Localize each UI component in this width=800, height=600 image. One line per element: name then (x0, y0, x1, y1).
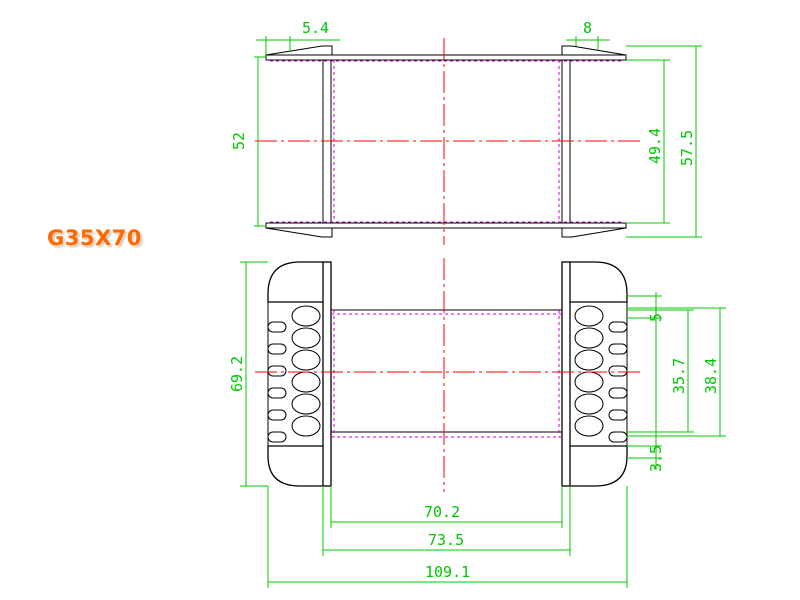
right-center-wall (561, 261, 571, 487)
comb-tooth (267, 343, 287, 355)
dim-core-width: 73.5 (428, 531, 464, 549)
bottom-flange-plate (265, 222, 627, 229)
pin-slot (291, 371, 321, 393)
part-number-title: G35X70 (47, 226, 142, 250)
top-view: 5.4 8 52 49.4 57.5 (230, 19, 702, 245)
pin-slot (291, 393, 321, 415)
dim-flange-height: 52 (230, 132, 248, 150)
pin-slot (291, 327, 321, 349)
right-flange-bottom (570, 445, 628, 487)
dim-inner-height: 49.4 (646, 128, 664, 164)
bottom-right-tab (561, 227, 627, 238)
comb-tooth (608, 409, 628, 421)
pin-slot (291, 305, 321, 327)
comb-tooth (267, 431, 287, 443)
pin-slot (574, 393, 604, 415)
top-left-tab (265, 45, 333, 56)
pin-slot (574, 415, 604, 437)
dim-core-window-width: 70.2 (424, 503, 460, 521)
top-right-tab (561, 45, 627, 56)
pin-slot (291, 415, 321, 437)
comb-tooth (608, 431, 628, 443)
pin-slot (291, 349, 321, 371)
dim-pin-outer-span: 38.4 (702, 358, 720, 394)
dim-flange-tab-right: 8 (583, 19, 592, 37)
dim-flange-tab-width: 5.4 (302, 19, 329, 37)
front-view: 69.2 5 35.7 38.4 3.5 70.2 73.5 109.1 (228, 258, 726, 588)
left-center-wall (322, 261, 332, 487)
right-pin-comb (574, 302, 628, 446)
dim-overall-height: 69.2 (228, 356, 246, 392)
left-flange-bottom (267, 445, 323, 487)
dim-pin-offset: 3.5 (647, 445, 665, 472)
top-flange-plate (265, 54, 627, 61)
dim-slot-pitch: 5 (647, 313, 665, 322)
comb-tooth (267, 409, 287, 421)
dim-outer-height: 57.5 (678, 130, 696, 166)
dim-pin-span: 35.7 (670, 358, 688, 394)
comb-tooth (608, 343, 628, 355)
left-pin-comb (267, 302, 321, 446)
pin-slot (574, 327, 604, 349)
left-flange-top (267, 261, 323, 303)
comb-tooth (267, 387, 287, 399)
comb-tooth (267, 365, 287, 377)
bottom-left-tab (265, 227, 333, 238)
dim-overall-width: 109.1 (425, 563, 470, 581)
right-flange-top (570, 261, 628, 303)
pin-slot (574, 305, 604, 327)
comb-tooth (608, 321, 628, 333)
comb-tooth (267, 321, 287, 333)
comb-tooth (608, 387, 628, 399)
pin-slot (574, 349, 604, 371)
pin-slot (574, 371, 604, 393)
comb-tooth (608, 365, 628, 377)
